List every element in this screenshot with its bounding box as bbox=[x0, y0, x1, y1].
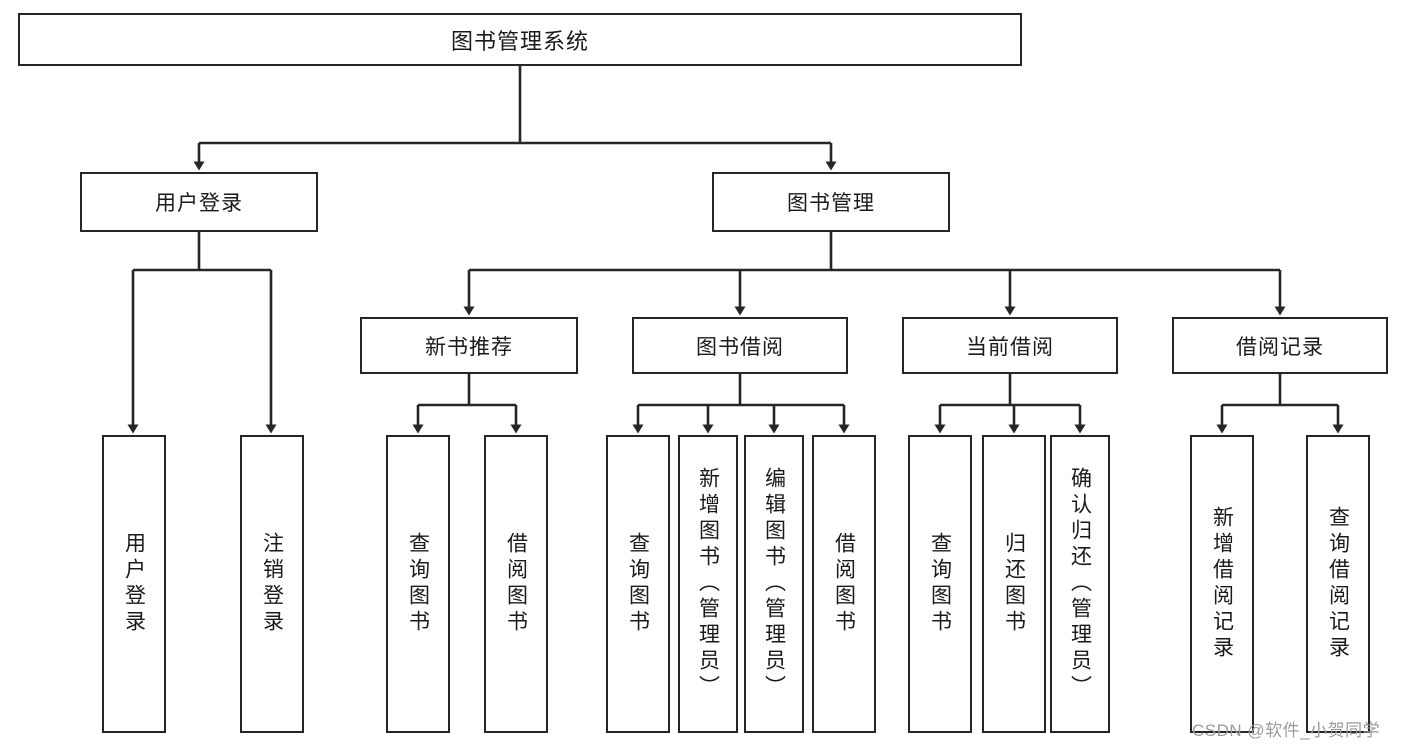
node-leaf-add-record[interactable]: 新增借阅记录 bbox=[1190, 435, 1254, 733]
csdn-watermark: CSDN @软件_小贺同学 bbox=[1192, 721, 1381, 740]
node-leaf-user-login[interactable]: 用户登录 bbox=[102, 435, 166, 733]
node-leaf-borrow-book-1[interactable]: 借阅图书 bbox=[484, 435, 548, 733]
node-new-book-recommend[interactable]: 新书推荐 bbox=[360, 317, 578, 374]
node-leaf-user-logout[interactable]: 注销登录 bbox=[240, 435, 304, 733]
node-book-manage[interactable]: 图书管理 bbox=[712, 172, 950, 232]
node-leaf-confirm-return[interactable]: 确认归还（管理员） bbox=[1050, 435, 1110, 733]
node-leaf-borrow-book-2[interactable]: 借阅图书 bbox=[812, 435, 876, 733]
node-current-borrow[interactable]: 当前借阅 bbox=[902, 317, 1118, 374]
node-root[interactable]: 图书管理系统 bbox=[18, 13, 1022, 66]
node-borrow-record[interactable]: 借阅记录 bbox=[1172, 317, 1388, 374]
node-leaf-edit-book[interactable]: 编辑图书（管理员） bbox=[744, 435, 804, 733]
node-leaf-query-book-1[interactable]: 查询图书 bbox=[386, 435, 450, 733]
node-leaf-query-book-2[interactable]: 查询图书 bbox=[606, 435, 670, 733]
node-user-login[interactable]: 用户登录 bbox=[80, 172, 318, 232]
node-leaf-return-book[interactable]: 归还图书 bbox=[982, 435, 1046, 733]
node-leaf-add-book[interactable]: 新增图书（管理员） bbox=[678, 435, 738, 733]
node-leaf-query-record[interactable]: 查询借阅记录 bbox=[1306, 435, 1370, 733]
node-leaf-query-book-3[interactable]: 查询图书 bbox=[908, 435, 972, 733]
node-book-borrow[interactable]: 图书借阅 bbox=[632, 317, 848, 374]
